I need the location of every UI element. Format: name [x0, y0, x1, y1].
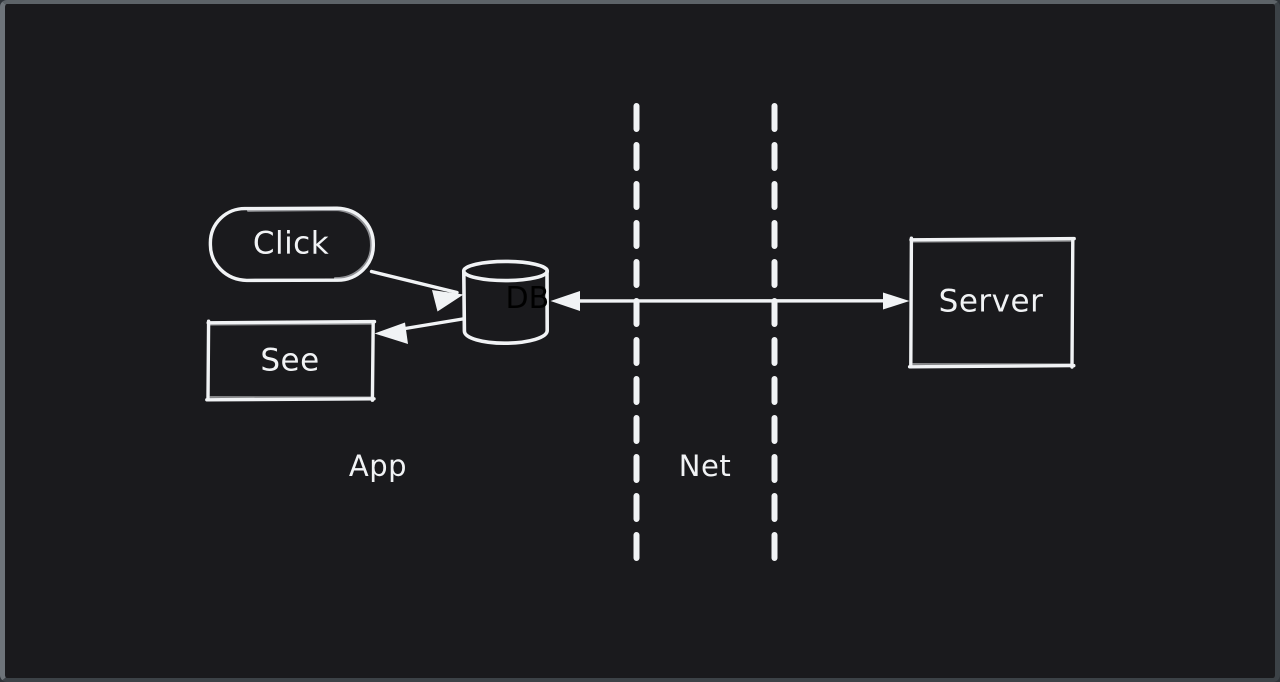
node-click-label: Click [253, 226, 329, 262]
edge-db-to-server[interactable] [550, 291, 910, 311]
node-see[interactable]: See [205, 319, 377, 402]
node-server[interactable]: Server [907, 236, 1076, 369]
zone-label-net: Net [679, 449, 731, 483]
arrowhead-to-db [550, 291, 580, 311]
node-db[interactable]: DB [461, 259, 550, 346]
diagram-svg: Click See DB Se [205, 103, 1076, 577]
node-see-label: See [260, 343, 319, 379]
zone-label-app: App [349, 449, 407, 483]
arrowhead-db-to-see [374, 322, 408, 344]
edge-db-to-see[interactable] [374, 317, 465, 344]
edge-click-to-db[interactable] [369, 269, 464, 312]
node-server-label: Server [939, 284, 1044, 320]
node-db-label: DB [506, 281, 550, 316]
node-click[interactable]: Click [208, 206, 376, 283]
arrowhead-click-to-db [432, 290, 464, 312]
arrowhead-to-server [883, 292, 910, 310]
